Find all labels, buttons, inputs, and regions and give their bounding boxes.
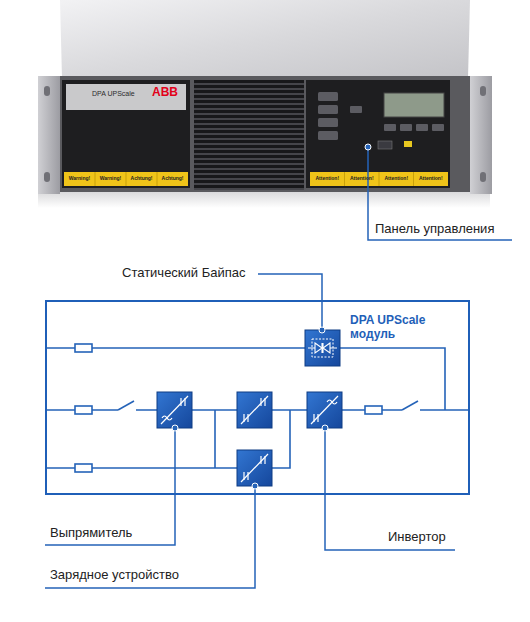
panel-button [318,105,338,114]
module-title: DPA UPScale модуль [348,313,444,343]
indicator-led [404,141,412,147]
panel-callout [365,144,512,240]
leader-dot [365,144,371,150]
product-name: DPA UPScale [92,90,135,98]
left-panel [62,80,190,188]
mains-wire [45,409,157,411]
static-bypass-block [305,330,340,366]
brand-logo: ABB [152,86,178,100]
leader-dot [172,425,178,431]
battery-wire [45,467,237,469]
diagram-callouts [45,274,455,588]
panel-button [318,118,338,127]
leader-dot [319,327,325,333]
callout-label: Статический Байпас [122,266,245,281]
leader-line [258,274,322,330]
warning-text: Achtung! [157,176,188,182]
right-panel [306,80,450,188]
warning-text: Attention! [414,176,449,182]
dc-converter-block [237,392,272,428]
panel-button [384,124,396,131]
ups-illustration [38,0,492,208]
mounting-ear [38,76,60,194]
callout-label: Инвертор [388,530,446,545]
panel-button [432,124,444,131]
bypass-output-wire [340,348,445,410]
switch-symbol [402,401,418,410]
front-bezel [56,76,474,192]
warning-text: Achtung! [126,176,157,182]
lcd-display [384,93,444,117]
rectifier-block [157,392,192,428]
callout-label: Выпрямитель [50,526,132,541]
sticker-divider [95,172,414,186]
warning-text: Warning! [64,176,95,182]
output-wire [342,409,470,411]
panel-button [416,124,428,131]
fuse-symbol [365,406,382,414]
ear-hole [480,172,486,182]
charger-block [237,450,272,486]
leader-line [45,486,255,588]
panel-button [350,106,362,113]
name-plate [66,84,186,110]
panel-button [318,131,338,140]
callout-label: Зарядное устройство [50,568,179,583]
inverter-block [307,392,342,428]
charger-output-wire [272,410,290,468]
leader-line [368,147,512,240]
ear-hole [480,86,486,96]
floor-reflection [38,190,490,208]
warning-text: Attention! [345,176,380,182]
dc-link-wire [214,410,216,468]
module-boundary: DPA UPScale модуль [45,300,470,495]
warning-text: Attention! [310,176,345,182]
leader-line [45,428,175,545]
mounting-ear [470,76,492,194]
ear-hole [44,172,50,182]
ear-hole [44,86,50,96]
top-cover [60,0,470,78]
fuse-symbol [75,344,92,352]
leader-dot [322,425,328,431]
panel-button [400,124,412,131]
warning-text: Attention! [379,176,414,182]
leader-dot [252,483,258,489]
panel-button [318,92,338,101]
fuse-symbol [75,406,92,414]
leader-line [325,428,455,550]
warning-text: Warning! [95,176,126,182]
switch-symbol [118,401,134,410]
fuse-symbol [75,464,92,472]
fan-grille [194,80,304,190]
panel-button [378,141,392,149]
callout-label: Панель управления [375,222,494,237]
